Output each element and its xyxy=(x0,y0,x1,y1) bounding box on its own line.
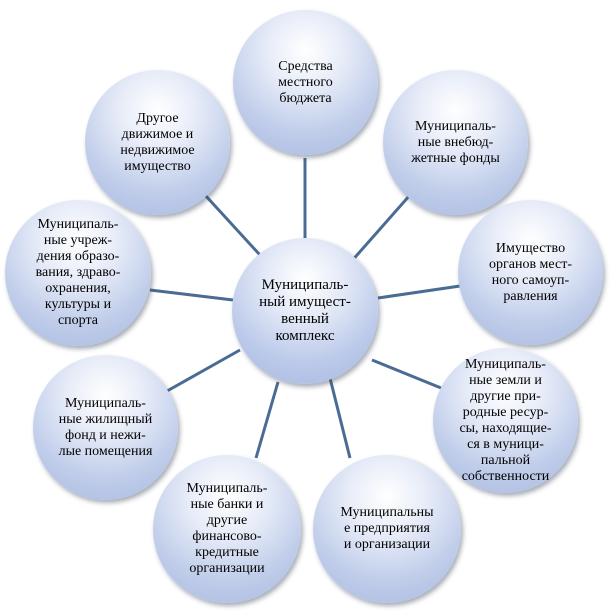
connector-institutions xyxy=(149,288,234,302)
node-institutions-label: Муниципаль- ные учреж- дения образо- ван… xyxy=(35,217,121,328)
node-other-label: Другое движимое и недвижимое имущество xyxy=(120,110,195,174)
node-budget-label: Средства местного бюджета xyxy=(278,58,333,106)
node-enterprises: Муниципальны е предприятия и организации xyxy=(313,455,461,603)
node-housing: Муниципаль- ные жилищный фонд и нежи- лы… xyxy=(33,355,178,500)
node-selfgov-label: Имущество органов мест- ного самоуп- рав… xyxy=(489,240,572,304)
node-funds-label: Муниципаль- ные внебюд- жетные фонды xyxy=(411,118,500,166)
node-institutions: Муниципаль- ные учреж- дения образо- ван… xyxy=(5,200,151,346)
node-housing-label: Муниципаль- ные жилищный фонд и нежи- лы… xyxy=(58,395,153,459)
node-center: Муниципаль- ный имущест- венный комплекс xyxy=(232,238,378,384)
node-center-label: Муниципаль- ный имущест- венный комплекс xyxy=(259,277,351,344)
connector-enterprises xyxy=(328,377,352,459)
connector-lands xyxy=(371,358,447,392)
connector-other xyxy=(203,193,262,257)
node-banks-label: Муниципаль- ные банки и другие финансово… xyxy=(186,481,268,576)
node-funds: Муниципаль- ные внебюд- жетные фонды xyxy=(383,70,528,215)
node-lands: Муниципаль- ные земли и другие при- родн… xyxy=(433,348,578,493)
node-budget: Средства местного бюджета xyxy=(233,10,378,155)
node-enterprises-label: Муниципальны е предприятия и организации xyxy=(340,505,434,552)
node-selfgov: Имущество органов мест- ного самоуп- рав… xyxy=(458,200,603,345)
connector-housing xyxy=(159,348,241,397)
node-lands-label: Муниципаль- ные земли и другие при- родн… xyxy=(459,356,552,484)
node-other: Другое движимое и недвижимое имущество xyxy=(85,70,230,215)
connector-banks xyxy=(254,381,280,459)
node-banks: Муниципаль- ные банки и другие финансово… xyxy=(153,455,301,603)
connector-selfgov xyxy=(377,284,461,300)
